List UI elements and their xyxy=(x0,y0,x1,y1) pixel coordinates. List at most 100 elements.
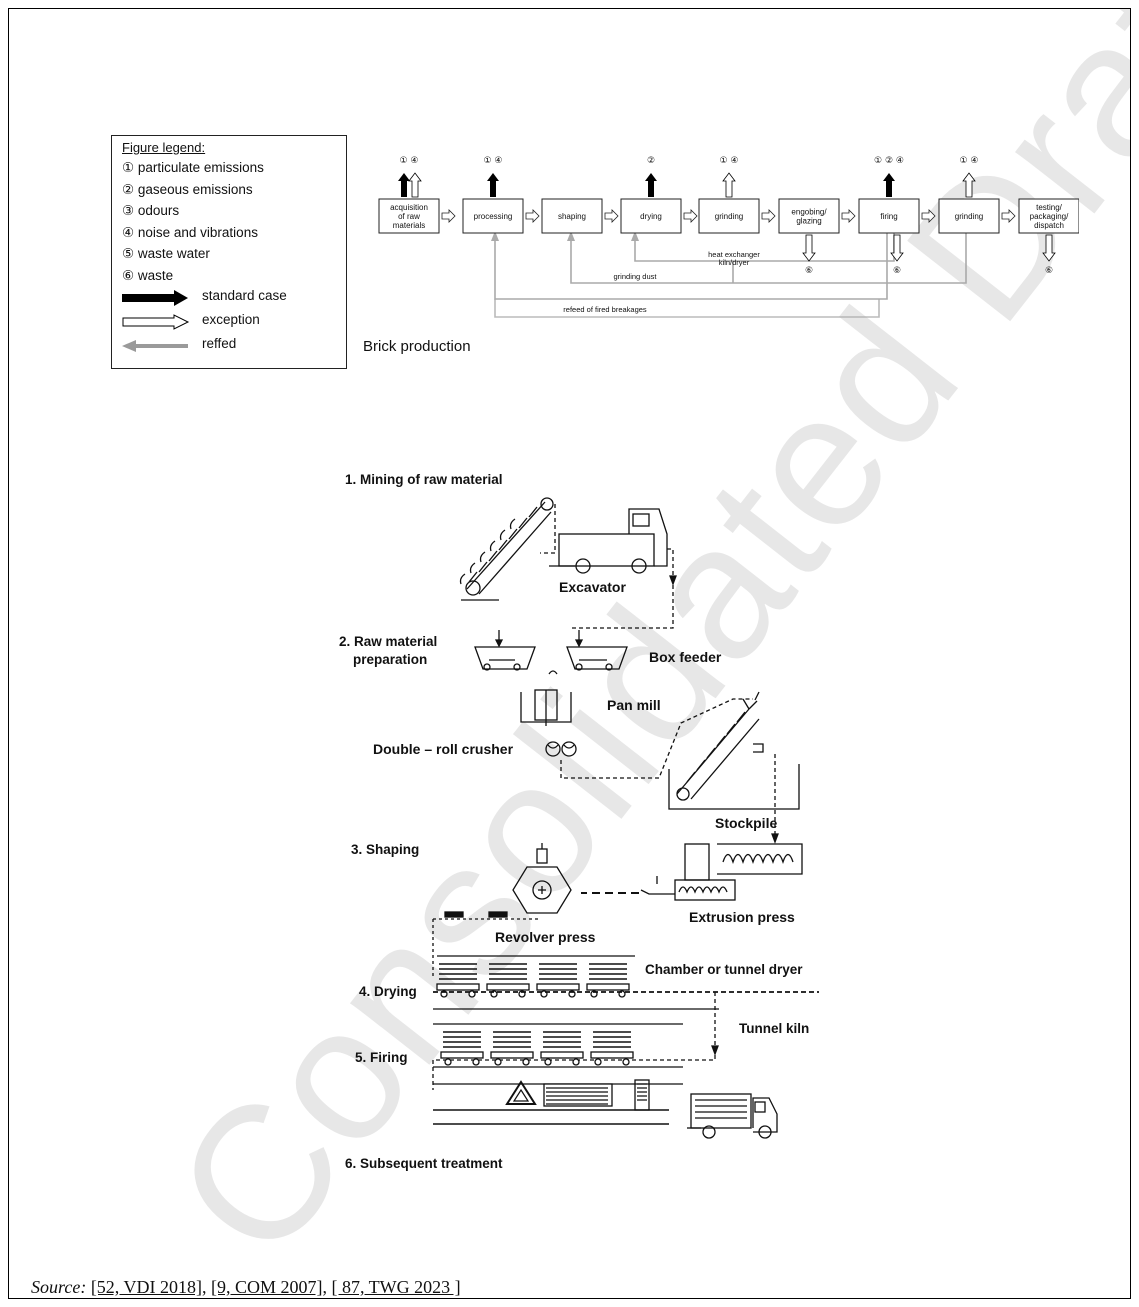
process-label: grinding xyxy=(715,212,743,221)
legend-symbol: ⑤ xyxy=(122,246,135,261)
legend-arrow-standard: standard case xyxy=(122,286,346,310)
stage1-label: 1. Mining of raw material xyxy=(345,472,503,487)
source-prefix: Source: xyxy=(31,1277,87,1297)
waste-symbol: ⑥ xyxy=(893,266,901,276)
refeed-label: refeed of fired breakages xyxy=(563,305,647,314)
box-feeder-label: Box feeder xyxy=(649,649,722,665)
refeed-loop xyxy=(494,226,888,300)
legend-arrow-label: reffed xyxy=(202,336,237,351)
legend-label: odours xyxy=(137,203,180,218)
stage2-label: 2. Raw material xyxy=(339,634,437,649)
process-box xyxy=(778,198,840,234)
revolver-press-label: Revolver press xyxy=(495,929,596,945)
process-label: firing xyxy=(880,212,897,221)
roll-crusher-drawing xyxy=(545,741,577,757)
kiln-car xyxy=(586,963,630,998)
legend-label: gaseous emissions xyxy=(137,181,253,197)
source-ref-link[interactable]: [52, VDI 2018] xyxy=(90,1277,202,1297)
process-label: shaping xyxy=(558,212,586,221)
legend-item: ② gaseous emissions xyxy=(122,179,346,201)
legend-symbol: ② xyxy=(122,181,135,197)
legend-title: Figure legend xyxy=(122,140,202,155)
process-box xyxy=(698,198,760,234)
loop-arrowhead xyxy=(631,231,639,241)
process-label: engobing/ xyxy=(791,208,827,217)
stage3-label: 3. Shaping xyxy=(351,842,419,857)
figure-legend: Figure legend: ① particulate emissions ②… xyxy=(111,135,347,369)
conveyor-path xyxy=(571,548,674,629)
kiln-car xyxy=(490,1031,534,1066)
legend-symbol: ① xyxy=(122,160,135,175)
emission-codes: ① ④ xyxy=(484,156,503,166)
kiln-car xyxy=(486,963,530,998)
waste-symbol: ⑥ xyxy=(1045,266,1053,276)
refeed-loop-lower xyxy=(494,299,880,318)
process-label: glazing xyxy=(796,217,821,226)
kiln-car xyxy=(436,963,480,998)
process-label: processing xyxy=(474,212,513,221)
dryer-label: Chamber or tunnel dryer xyxy=(645,962,803,977)
stockpile-label: Stockpile xyxy=(715,815,777,831)
emission-codes: ① ② ④ xyxy=(874,156,904,166)
brick-plant-illustration: 1. Mining of raw material Excavator 2. R… xyxy=(339,472,819,1171)
source-ref-link[interactable]: [9, COM 2007] xyxy=(210,1277,323,1297)
source-citation: Source: [52, VDI 2018], [9, COM 2007], [… xyxy=(31,1277,461,1297)
legend-label: waste water xyxy=(137,246,210,261)
hollow-arrow-icon xyxy=(408,172,422,198)
source-ref-link[interactable]: [ 87, TWG 2023 ] xyxy=(331,1277,461,1297)
process-label: packaging/ xyxy=(1030,212,1069,221)
legend-symbol: ⑥ xyxy=(122,267,135,283)
pan-mill-drawing xyxy=(520,670,572,726)
process-step: testing/packaging/dispatch ⑥ xyxy=(1018,198,1079,276)
hollow-arrow-icon xyxy=(722,172,736,198)
process-label: grinding xyxy=(955,212,983,221)
truck-drawing xyxy=(549,508,668,574)
legend-item: ④ noise and vibrations xyxy=(122,222,346,244)
emission-codes: ① ④ xyxy=(400,156,419,166)
heat-exchanger-label: kiln/dryer xyxy=(719,258,750,267)
box-feeder-drawing xyxy=(474,630,628,671)
stage5-label: 5. Firing xyxy=(355,1050,408,1065)
hollow-arrow-down-icon xyxy=(890,234,904,262)
stockpile-drawing xyxy=(668,691,800,810)
process-box xyxy=(620,198,682,234)
stage2-label-line2: preparation xyxy=(353,652,427,667)
feedback-loops xyxy=(494,226,967,318)
process-box xyxy=(462,198,524,234)
legend-arrow-refeed: reffed xyxy=(122,334,346,358)
legend-label: noise and vibrations xyxy=(137,224,258,240)
hollow-arrow-down-icon xyxy=(802,234,816,262)
dryer-drawing xyxy=(433,955,819,1010)
flow-arrow-icon xyxy=(841,209,856,223)
process-label: drying xyxy=(640,212,662,221)
flow-arrow-icon xyxy=(921,209,936,223)
legend-symbol: ③ xyxy=(122,203,135,218)
process-label: of raw xyxy=(398,212,420,221)
legend-item: ⑥ waste xyxy=(122,265,346,287)
flow-arrow-icon xyxy=(683,209,698,223)
solid-arrow-icon xyxy=(122,290,188,306)
heat-exchanger-label: heat exchanger xyxy=(708,250,760,259)
legend-arrow-exception: exception xyxy=(122,310,346,334)
process-label: dispatch xyxy=(1034,221,1064,230)
loop-arrowhead xyxy=(567,231,575,241)
legend-arrow-label: exception xyxy=(202,312,260,327)
kiln-car xyxy=(536,963,580,998)
process-label: testing/ xyxy=(1036,203,1063,212)
grey-arrow-icon xyxy=(122,340,188,352)
kiln-drawing xyxy=(433,1023,683,1085)
legend-label: particulate emissions xyxy=(137,160,264,175)
extrusion-press-drawing xyxy=(640,843,803,901)
stage4-label: 4. Drying xyxy=(359,984,417,999)
solid-arrow-icon xyxy=(398,173,410,197)
stage6-label: 6. Subsequent treatment xyxy=(345,1156,503,1171)
solid-arrow-icon xyxy=(645,173,657,197)
kiln-car xyxy=(540,1031,584,1066)
roll-crusher-label: Double – roll crusher xyxy=(373,741,514,757)
sorting-drawing xyxy=(433,1079,669,1125)
